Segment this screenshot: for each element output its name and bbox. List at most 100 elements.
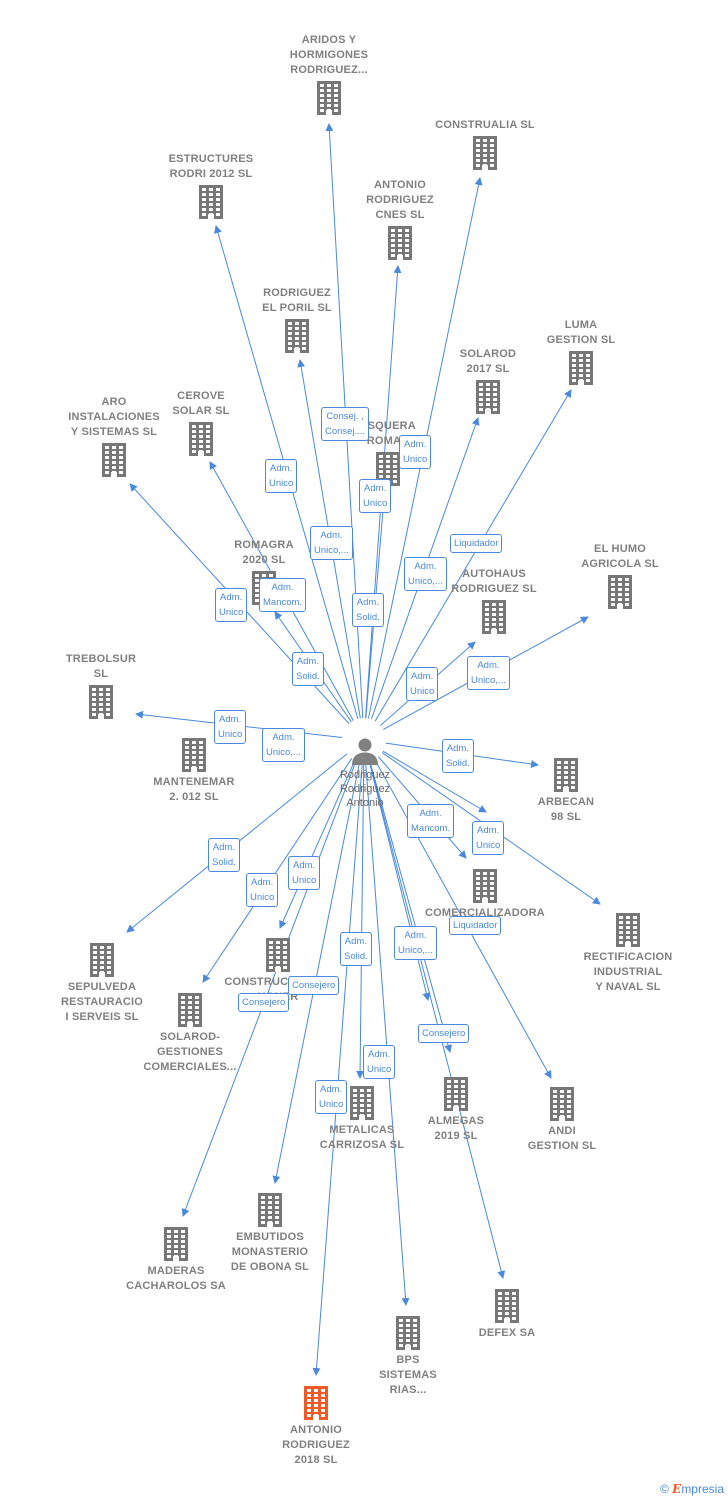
building-icon: [182, 738, 206, 772]
role-badge[interactable]: Adm. Solid.: [292, 652, 324, 686]
building-icon: [482, 600, 506, 634]
company-node-arbecan[interactable]: ARBECAN 98 SL: [501, 755, 631, 825]
company-label: SEPULVEDA RESTAURACIO I SERVEIS SL: [60, 981, 144, 1023]
company-node-luma[interactable]: LUMA GESTION SL: [516, 318, 646, 388]
building-icon: [266, 938, 290, 972]
building-icon: [476, 380, 500, 414]
company-node-bps[interactable]: BPS SISTEMAS RIAS...: [343, 1313, 473, 1398]
company-label: LUMA GESTION SL: [546, 319, 616, 346]
company-node-poril[interactable]: RODRIGUEZ EL PORIL SL: [232, 286, 362, 356]
role-badge[interactable]: Adm. Unico: [472, 821, 505, 855]
company-label: CEROVE SOLAR SL: [172, 390, 230, 417]
company-node-rectificacion[interactable]: RECTIFICACION INDUSTRIAL Y NAVAL SL: [563, 910, 693, 995]
building-icon: [258, 1193, 282, 1227]
company-label: ANDI GESTION SL: [527, 1125, 597, 1152]
company-node-maderas[interactable]: MADERAS CACHAROLOS SA: [111, 1224, 241, 1294]
edge-solarod-gest: [202, 758, 353, 983]
role-badge[interactable]: Adm. Mancom.: [407, 804, 455, 838]
role-badge[interactable]: Adm. Unico,...: [310, 526, 353, 560]
building-icon: [164, 1227, 188, 1261]
role-badge[interactable]: Adm. Unico: [315, 1080, 348, 1114]
role-badge[interactable]: Adm. Unico,...: [467, 656, 510, 690]
company-label: TREBOLSUR SL: [65, 653, 137, 680]
copyright-symbol: ©: [659, 1482, 669, 1496]
edge-extra-2: [382, 750, 487, 813]
company-label: RECTIFICACION INDUSTRIAL Y NAVAL SL: [583, 951, 673, 993]
company-label: MANTENEMAR 2. 012 SL: [153, 776, 235, 803]
edge-bps: [365, 761, 410, 1306]
role-badge[interactable]: Adm. Solid.: [340, 932, 372, 966]
role-badge[interactable]: Consejero: [418, 1024, 470, 1043]
company-node-defex[interactable]: DEFEX SA: [442, 1286, 572, 1341]
company-label: EL HUMO AGRICOLA SL: [581, 543, 659, 570]
company-node-sepulveda[interactable]: SEPULVEDA RESTAURACIO I SERVEIS SL: [37, 940, 167, 1025]
company-node-comercializadora[interactable]: COMERCIALIZADORA SRL: [420, 866, 550, 936]
company-node-aridos[interactable]: ARIDOS Y HORMIGONES RODRIGUEZ...: [264, 33, 394, 118]
company-label: METALICAS CARRIZOSA SL: [319, 1124, 405, 1151]
company-label: AUTOHAUS RODRIGUEZ SL: [451, 568, 537, 595]
company-node-trebolsur[interactable]: TREBOLSUR SL: [36, 652, 166, 722]
building-icon: [388, 226, 412, 260]
building-icon: [396, 1316, 420, 1350]
building-icon: [473, 869, 497, 903]
company-node-elhumo[interactable]: EL HUMO AGRICOLA SL: [555, 542, 685, 612]
building-icon: [569, 351, 593, 385]
role-badge[interactable]: Adm. Unico: [215, 588, 248, 622]
role-badge[interactable]: Adm. Unico: [214, 710, 247, 744]
role-badge[interactable]: Adm. Solid.: [208, 838, 240, 872]
edge-extra-4: [279, 759, 356, 929]
company-node-autohaus[interactable]: AUTOHAUS RODRIGUEZ SL: [429, 567, 559, 637]
person-node[interactable]: Rodriguez Rodriguez Antonio: [320, 736, 410, 810]
company-label: SOLAROD 2017 SL: [459, 348, 517, 375]
building-icon: [102, 443, 126, 477]
role-badge[interactable]: Adm. Unico: [359, 479, 392, 513]
company-node-antonio-cnes[interactable]: ANTONIO RODRIGUEZ CNES SL: [335, 178, 465, 263]
company-label: ARBECAN 98 SL: [537, 796, 595, 823]
company-node-estructures[interactable]: ESTRUCTURES RODRI 2012 SL: [146, 152, 276, 222]
person-name: Rodriguez Rodriguez Antonio: [339, 769, 391, 809]
company-node-andi[interactable]: ANDI GESTION SL: [497, 1084, 627, 1154]
building-icon: [554, 758, 578, 792]
building-icon: [317, 81, 341, 115]
role-badge[interactable]: Consej. , Consej....: [321, 407, 370, 441]
role-badge[interactable]: Adm. Unico: [406, 667, 439, 701]
company-node-almegas[interactable]: ALMEGAS 2019 SL: [391, 1074, 521, 1144]
role-badge[interactable]: Adm. Solid.: [442, 739, 474, 773]
building-icon: [616, 913, 640, 947]
edge-almegas: [369, 761, 452, 1053]
company-node-construalia[interactable]: CONSTRUALIA SL: [420, 118, 550, 173]
company-label: ESTRUCTURES RODRI 2012 SL: [168, 153, 254, 180]
building-icon: [89, 685, 113, 719]
role-badge[interactable]: Adm. Unico: [246, 873, 279, 907]
building-icon: [495, 1289, 519, 1323]
company-label: ROMAGRA 2020 SL: [234, 539, 294, 566]
company-node-solarod-gest[interactable]: SOLAROD- GESTIONES COMERCIALES...: [125, 990, 255, 1075]
company-label: RODRIGUEZ EL PORIL SL: [262, 287, 332, 314]
company-label: DEFEX SA: [478, 1327, 536, 1339]
role-badge[interactable]: Adm. Unico,...: [404, 557, 447, 591]
company-node-solarod2017[interactable]: SOLAROD 2017 SL: [423, 347, 553, 417]
company-label: ANTONIO RODRIGUEZ CNES SL: [366, 179, 434, 221]
role-badge[interactable]: Adm. Unico,...: [394, 926, 437, 960]
role-badge[interactable]: Adm. Unico: [265, 459, 298, 493]
role-badge[interactable]: Liquidador: [449, 916, 502, 935]
role-badge[interactable]: Adm. Unico: [399, 435, 432, 469]
role-badge[interactable]: Adm. Mancom.: [259, 578, 307, 612]
role-badge[interactable]: Adm. Unico: [288, 856, 321, 890]
company-node-aro[interactable]: ARO INSTALACIONES Y SISTEMAS SL: [49, 395, 179, 480]
person-icon: [352, 738, 378, 765]
company-node-metalicas[interactable]: METALICAS CARRIZOSA SL: [297, 1083, 427, 1153]
company-node-mantenemar[interactable]: MANTENEMAR 2. 012 SL: [129, 735, 259, 805]
role-badge[interactable]: Adm. Unico,...: [262, 728, 305, 762]
company-node-antonio2018[interactable]: ANTONIO RODRIGUEZ 2018 SL: [251, 1383, 381, 1468]
role-badge[interactable]: Adm. Solid.: [352, 593, 384, 627]
role-badge[interactable]: Consejero: [288, 976, 340, 995]
company-node-embutidos[interactable]: EMBUTIDOS MONASTERIO DE OBONA SL: [205, 1190, 335, 1275]
building-icon: [444, 1077, 468, 1111]
role-badge[interactable]: Liquidador: [450, 534, 503, 553]
edge-maderas: [181, 760, 357, 1217]
company-node-cerove[interactable]: CEROVE SOLAR SL: [136, 389, 266, 459]
role-badge[interactable]: Consejero: [238, 993, 290, 1012]
company-label: ALMEGAS 2019 SL: [427, 1115, 485, 1142]
role-badge[interactable]: Adm. Unico: [363, 1045, 396, 1079]
